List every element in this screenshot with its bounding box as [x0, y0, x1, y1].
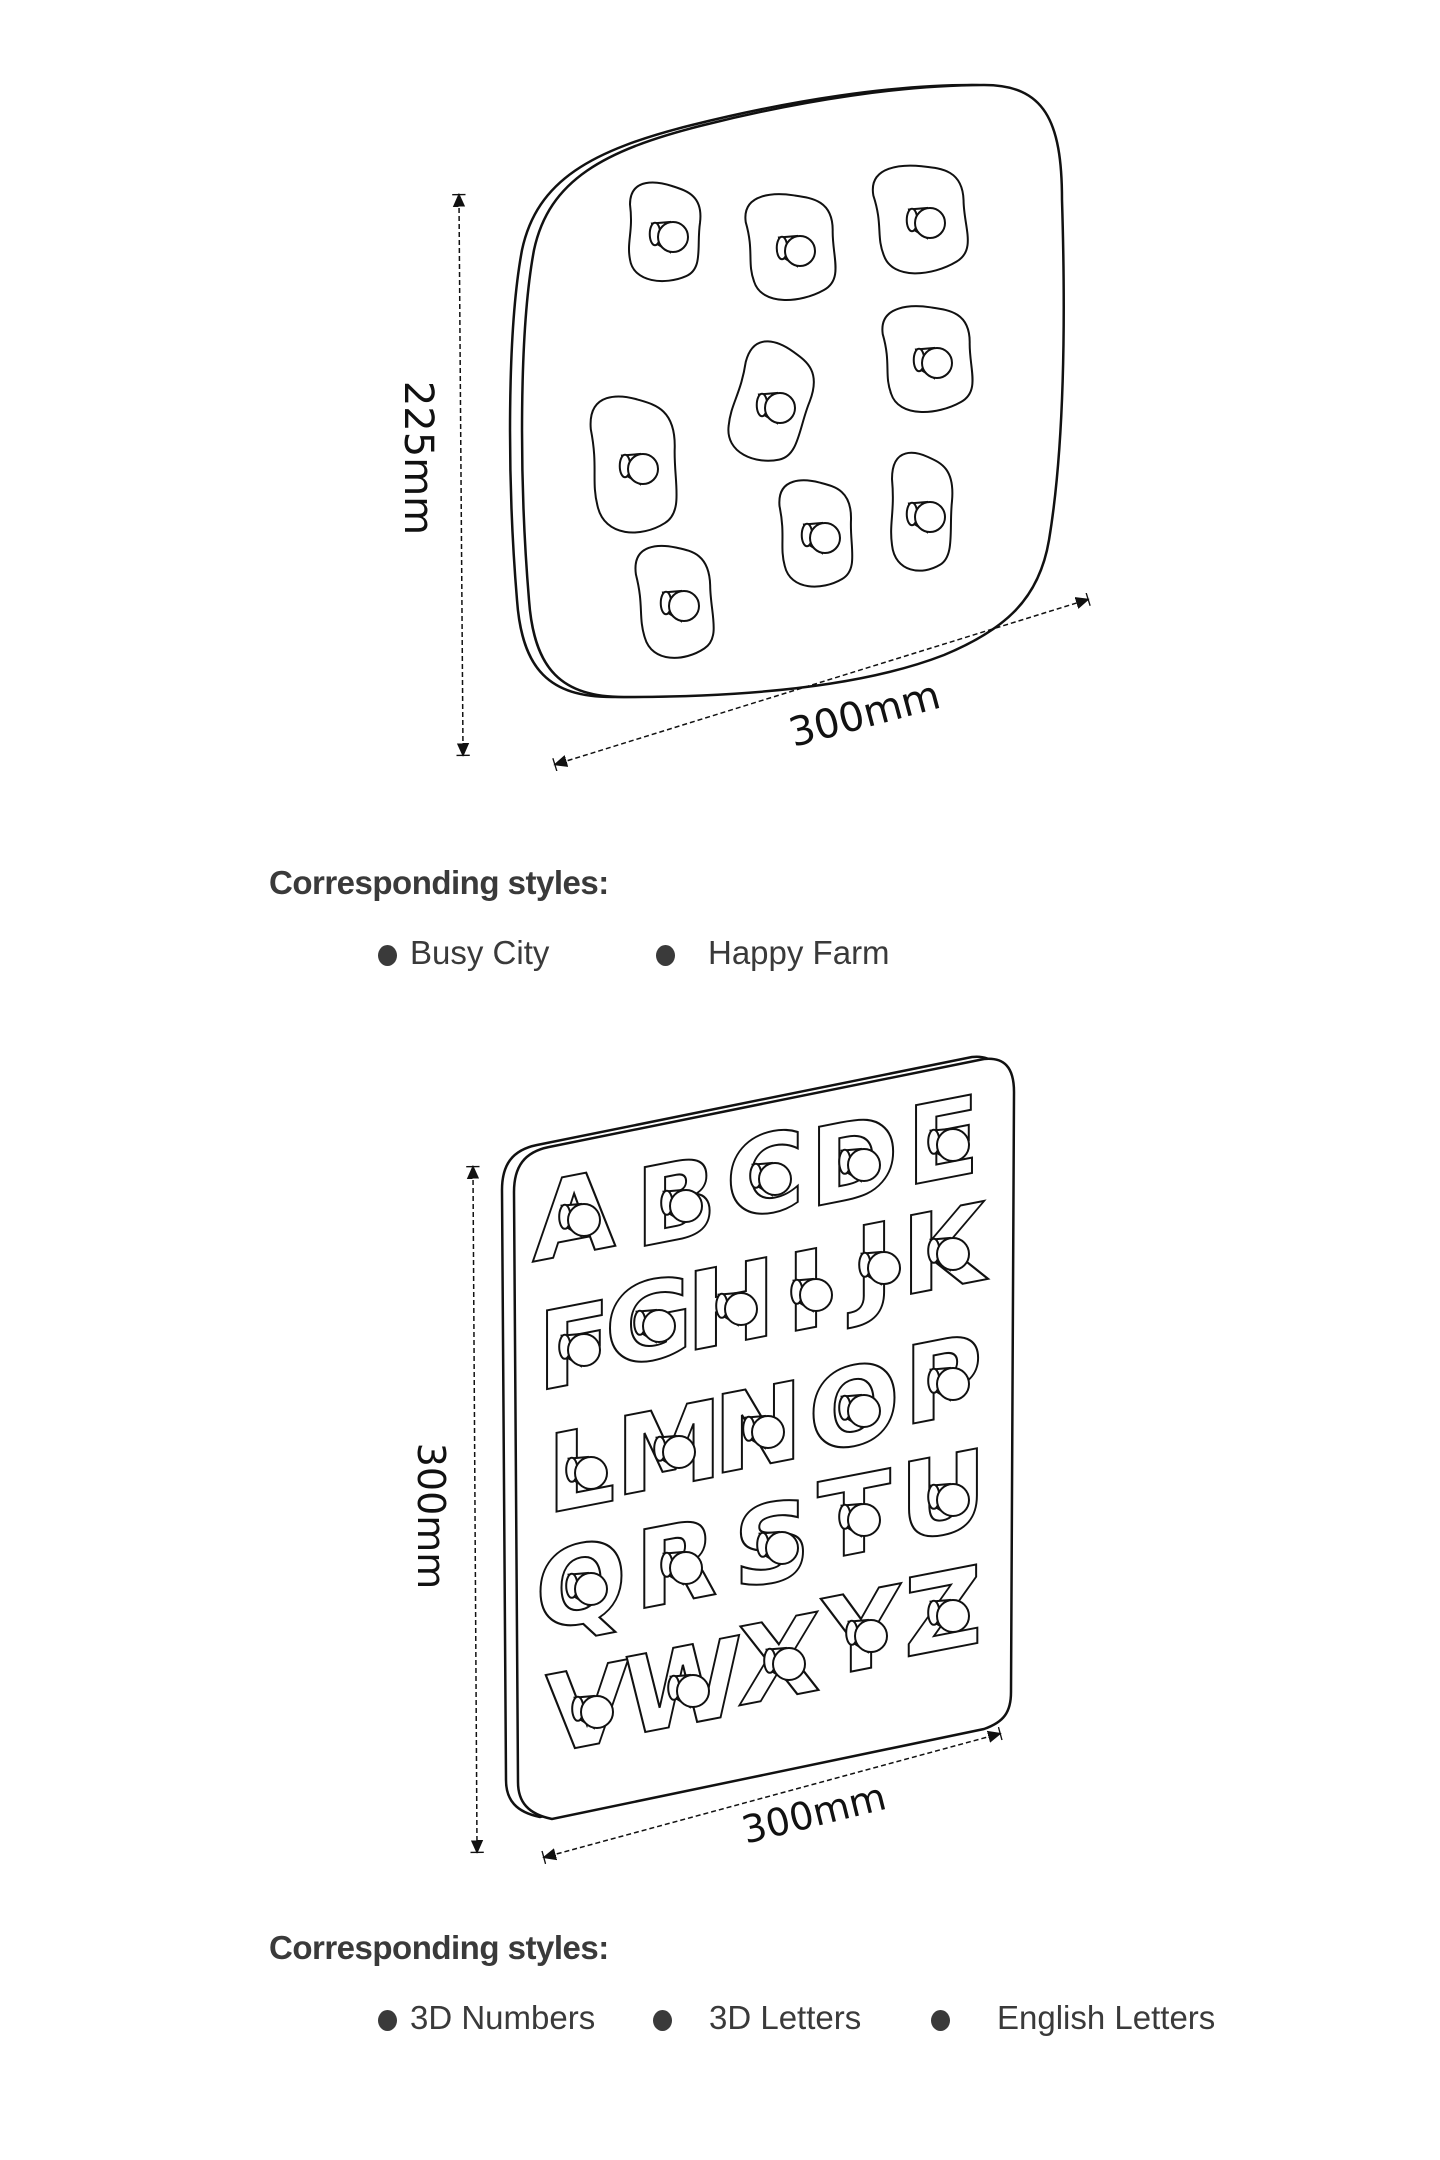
peg-knob-icon [763, 1646, 806, 1682]
style-happy-farm: Happy Farm [708, 934, 890, 971]
peg-knob-icon [565, 1455, 608, 1491]
peg-knob-icon [927, 1366, 970, 1402]
peg-knob-icon [927, 1482, 970, 1518]
width-dimension-line [560, 601, 1083, 763]
peg-knob-icon [838, 1393, 881, 1429]
bullet-icon [378, 945, 397, 966]
height-dimension-line [459, 200, 463, 750]
peg-knob-icon [715, 1291, 758, 1327]
style-3d-numbers: 3D Numbers [410, 1999, 596, 2036]
peg-knob-icon [742, 1414, 785, 1450]
styles-heading-2: Corresponding styles: [269, 1929, 609, 1966]
peg-knob-icon [667, 1673, 710, 1709]
letter-piece-k: K [901, 1179, 988, 1322]
peg-knob-icon [775, 234, 816, 268]
peg-knob-icon [905, 206, 946, 240]
styles-heading-1: Corresponding styles: [269, 864, 609, 901]
peg-knob-icon [633, 1308, 676, 1344]
height-label: 225mm [395, 381, 441, 535]
peg-knob-icon [912, 346, 953, 380]
peg-knob-icon [927, 1598, 970, 1634]
peg-knob-icon [838, 1502, 881, 1538]
peg-knob-icon [618, 452, 659, 486]
width-dimension-line-2 [549, 1735, 995, 1856]
peg-knob-icon [790, 1277, 833, 1313]
peg-knob-icon [838, 1147, 881, 1183]
letter-pieces: ABCDEFGHIJKLMNOPQRSTUVWXYZ [531, 1070, 989, 1780]
peg-knob-icon [756, 1530, 799, 1566]
bullet-icon [378, 2010, 397, 2031]
peg-knob-icon [653, 1434, 696, 1470]
peg-knob-icon [660, 1550, 703, 1586]
peg-knob-icon [858, 1250, 901, 1286]
letter-piece-q: Q [535, 1514, 627, 1658]
height-dimension-line-2 [473, 1172, 477, 1847]
style-3d-letters: 3D Letters [709, 1999, 862, 2036]
letter-piece-g: G [605, 1251, 694, 1394]
bullet-icon [931, 2010, 950, 2031]
peg-knob-icon [800, 521, 841, 555]
peg-knob-icon [755, 391, 796, 425]
peg-knob-icon [660, 1188, 703, 1224]
bullet-icon [656, 945, 675, 966]
peg-knob-icon [927, 1236, 970, 1272]
style-busy-city: Busy City [410, 934, 550, 971]
letter-piece-y: Y [820, 1562, 901, 1704]
style-english-letters: English Letters [997, 1999, 1216, 2036]
bullet-icon [653, 2010, 672, 2031]
peg-knob-icon [648, 220, 689, 254]
peg-knob-icon [927, 1127, 970, 1163]
peg-knob-icon [749, 1161, 792, 1197]
peg-knob-icon [558, 1332, 601, 1368]
height-label-2: 300mm [409, 1443, 453, 1590]
peg-knob-icon [565, 1571, 608, 1607]
peg-knob-icon [558, 1202, 601, 1238]
peg-knob-icon [845, 1618, 888, 1654]
peg-knob-icon [905, 500, 946, 534]
width-label-2: 300mm [737, 1774, 890, 1852]
